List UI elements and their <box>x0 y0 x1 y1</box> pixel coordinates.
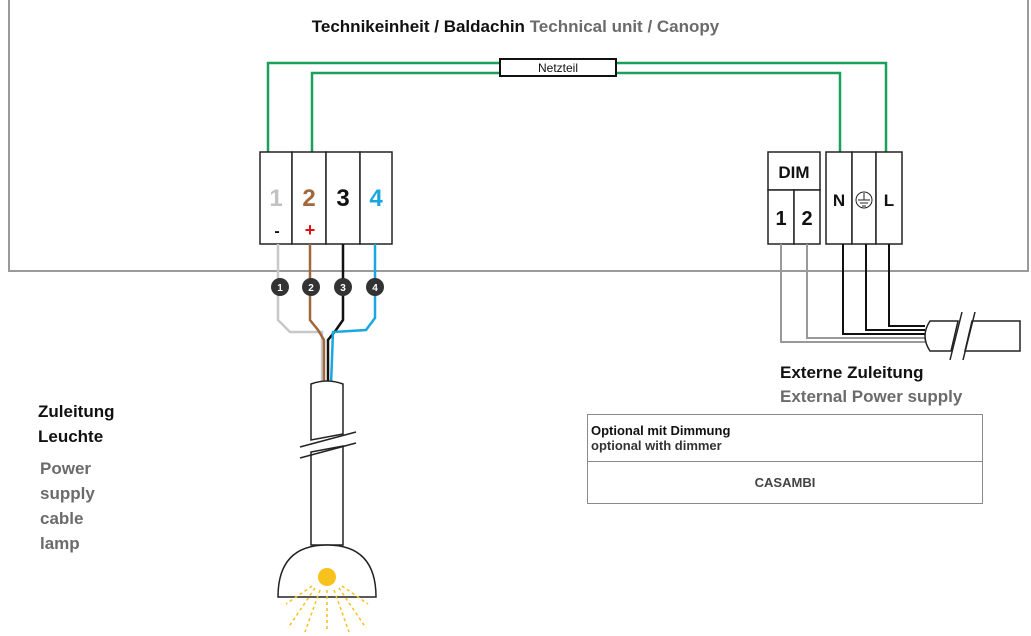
green-wire-inner <box>310 71 842 152</box>
ext-sheath-right <box>964 320 1021 352</box>
options-row-dimming: Optional mit Dimmung optional with dimme… <box>587 414 983 462</box>
driver-label: Netzteil <box>538 61 578 75</box>
lamp-cable-title-en-3: cable <box>40 509 84 528</box>
lamp-terminal-block <box>259 151 393 245</box>
neutral-label: N <box>833 191 845 210</box>
mains-terminal-block <box>825 151 903 245</box>
ext-wire-pe <box>865 244 925 331</box>
light-rays-icon <box>285 585 369 633</box>
sheath-upper <box>310 380 344 441</box>
lamp-cable-sheath <box>310 380 344 546</box>
dim-slot-2 <box>793 189 821 245</box>
lamp-wires <box>276 244 377 386</box>
canopy-title-de: Technikeinheit / Baldachin <box>311 17 525 36</box>
lamp-cable-title-en-2: supply <box>40 484 95 503</box>
wire-marker-2 <box>302 278 320 296</box>
wire-markers <box>271 278 384 296</box>
dim-header <box>767 151 821 191</box>
wire-black <box>326 244 345 385</box>
wire-marker-label-1: 1 <box>277 283 283 294</box>
terminal-number-3: 3 <box>336 185 349 212</box>
cable-break-icon <box>299 431 357 459</box>
mains-slot-n <box>825 151 853 245</box>
wire-grey <box>276 244 324 385</box>
dim-label: DIM <box>778 163 809 182</box>
polarity-plus: + <box>305 220 316 240</box>
lamp-cable-title-en-1: Power <box>40 459 92 478</box>
driver-box <box>499 58 617 77</box>
terminal-slot-2 <box>291 151 327 245</box>
dim-number-1: 1 <box>775 208 786 230</box>
option-casambi: CASAMBI <box>587 461 983 504</box>
dim-terminal-block <box>767 151 821 245</box>
ext-wire-n <box>842 244 925 335</box>
lamp-cable-title-en-4: lamp <box>40 534 80 553</box>
wire-marker-4 <box>366 278 384 296</box>
dim-slot-1 <box>767 189 795 245</box>
terminal-slot-4 <box>359 151 393 245</box>
external-supply-title-en: External Power supply <box>780 387 963 406</box>
external-supply-title-de: Externe Zuleitung <box>780 363 924 382</box>
sheath-lower <box>310 445 344 546</box>
ground-symbol-icon <box>855 191 873 209</box>
canopy-title-en: Technical unit / Canopy <box>529 17 720 36</box>
wire-marker-label-3: 3 <box>340 283 346 294</box>
options-row-casambi: CASAMBI <box>587 461 983 504</box>
dim-number-2: 2 <box>801 208 812 230</box>
external-cable-sheath <box>924 320 1021 352</box>
lamp-cable-title-de-2: Leuchte <box>38 427 104 446</box>
terminal-number-4: 4 <box>369 185 383 212</box>
wire-marker-label-4: 4 <box>372 283 378 294</box>
wire-marker-label-2: 2 <box>308 283 314 294</box>
live-label: L <box>884 191 894 210</box>
terminal-number-1: 1 <box>269 185 282 212</box>
ext-sheath-left <box>924 320 959 352</box>
bulb-icon <box>318 568 336 586</box>
lamp-cable-title-de-1: Zuleitung <box>38 402 115 421</box>
options-table: Optional mit Dimmung optional with dimme… <box>587 414 983 504</box>
option-dimming-en: optional with dimmer <box>591 438 722 453</box>
ext-cable-break-icon <box>949 311 976 361</box>
canopy-title: Technikeinheit / Baldachin Technical uni… <box>0 17 1031 37</box>
wire-marker-1 <box>271 278 289 296</box>
ext-wire-dim2 <box>806 244 925 339</box>
polarity-minus: - <box>274 223 279 240</box>
external-wires <box>780 244 925 343</box>
options-dimming-cell: Optional mit Dimmung optional with dimme… <box>587 414 983 462</box>
terminal-number-2: 2 <box>302 185 315 212</box>
wire-marker-3 <box>334 278 352 296</box>
option-dimming-de: Optional mit Dimmung <box>591 423 731 438</box>
wire-blue <box>329 244 377 386</box>
ext-wire-l <box>888 244 925 327</box>
ext-wire-dim1 <box>780 244 925 343</box>
canopy-frame <box>8 0 1029 272</box>
mains-slot-l <box>875 151 903 245</box>
